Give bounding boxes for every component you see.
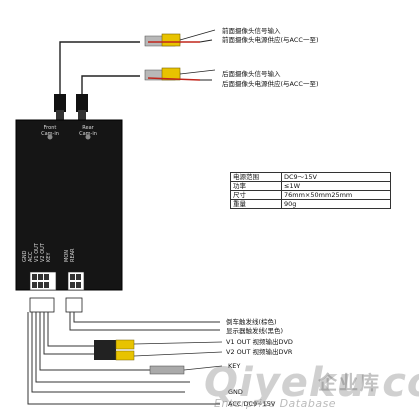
rear-power-label: 后面摄像头电源供应(与ACC一至) xyxy=(222,80,319,88)
rear-camera-cable xyxy=(81,67,216,96)
harness-wires xyxy=(27,312,220,405)
spec-row: 电源范围 DC9～15V xyxy=(230,172,391,182)
rear-video-label: 后面摄像头信号输入 xyxy=(222,70,281,78)
front-video-label: 前面摄像头信号输入 xyxy=(222,27,281,35)
spec-value: 76mm×50mm25mm xyxy=(281,190,391,200)
pin-label-key: KEY xyxy=(46,252,52,263)
pin-label-rear: REAR xyxy=(70,248,76,262)
harness-plugs xyxy=(29,297,83,313)
pin-header-left xyxy=(29,271,57,291)
front-camera-cable xyxy=(59,29,216,96)
reverse-trigger-label: 倒车触发线(棕色) xyxy=(226,318,277,326)
spec-key: 电源范围 xyxy=(230,172,282,182)
display-trigger-label: 显示器触发线(黑色) xyxy=(226,327,284,335)
v1-out-label: V1 OUT 视频输出DVD xyxy=(226,338,293,346)
spec-key: 重量 xyxy=(230,199,282,209)
rear-cam-in-label: Rear Cam-in xyxy=(79,125,97,137)
spec-row: 功率 ≤1W xyxy=(230,181,391,191)
key-label: KEY xyxy=(228,362,241,370)
front-cam-in-label: Front Cam-in xyxy=(41,125,59,137)
front-power-label: 前面摄像头电源供应(与ACC一至) xyxy=(222,36,319,44)
gnd-label: GND xyxy=(228,388,243,396)
spec-value: DC9～15V xyxy=(281,172,391,182)
watermark-english: Enterprise Database xyxy=(214,397,337,410)
spec-row: 重量 90g xyxy=(230,199,391,209)
rca-outputs xyxy=(94,339,223,361)
spec-value: ≤1W xyxy=(281,181,391,191)
spec-key: 尺寸 xyxy=(230,190,282,200)
pin-header-right xyxy=(67,271,85,291)
spec-value: 90g xyxy=(281,199,391,209)
spec-row: 尺寸 76mm×50mm25mm xyxy=(230,190,391,200)
watermark-chinese: 企业库 xyxy=(318,372,382,394)
spec-table: 电源范围 DC9～15V 功率 ≤1W 尺寸 76mm×50mm25mm 重量 … xyxy=(230,172,391,209)
camera-connectors xyxy=(54,94,88,120)
key-connector xyxy=(149,365,223,375)
spec-key: 功率 xyxy=(230,181,282,191)
v2-out-label: V2 OUT 视频输出DVR xyxy=(226,348,293,356)
acc-label: ACC DC9~15V xyxy=(228,400,276,408)
device-body xyxy=(15,119,123,291)
watermark-logo: Qiyeku.com xyxy=(204,360,419,406)
